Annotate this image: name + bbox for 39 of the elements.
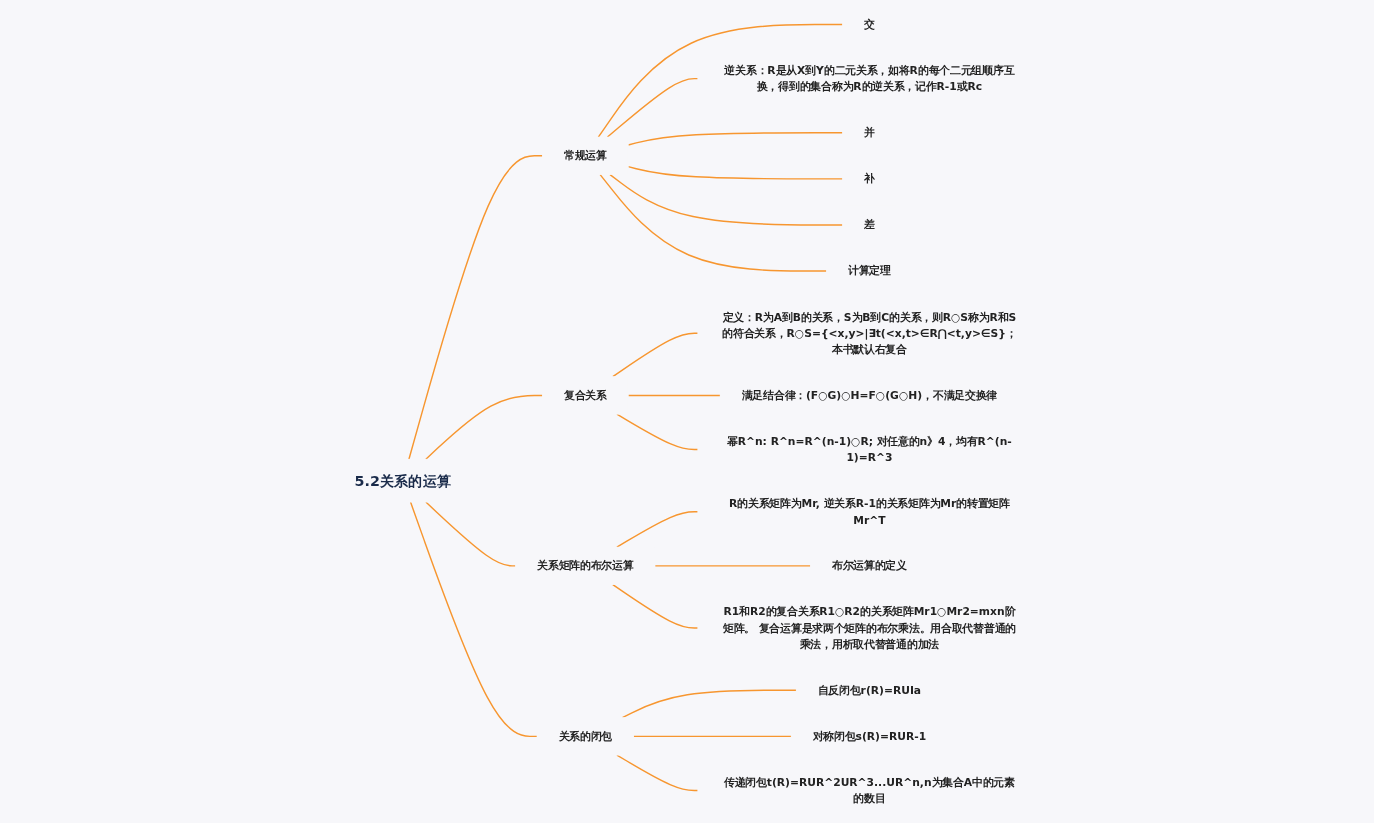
- connector: [408, 155, 544, 460]
- node-text: 定义：R为A到B的关系，S为B到C的关系，则R○S称为R和S的符合关系，R○S={<x,y>|∃t(<x,t>∈R⋂<t,y>∈S}；本书默认右复合: [722, 310, 1017, 356]
- connector: [612, 332, 699, 378]
- node-text: 差: [864, 218, 875, 232]
- connector: [627, 394, 721, 397]
- node-text: 补: [864, 172, 875, 186]
- node-text: 逆关系：R是从X到Y的二元关系，如将R的每个二元组顺序互换，得到的集合称为R的逆关系，记作R-1或Rc: [724, 63, 1015, 93]
- node-text: 对称闭包s(R)=RUR-1: [812, 729, 927, 743]
- node-text: R的关系矩阵为Mr, 逆关系R-1的关系矩阵为Mr的转置矩阵Mr^T: [728, 497, 1010, 527]
- connector: [609, 173, 844, 226]
- connector: [632, 735, 792, 738]
- node-text: 传递闭包t(R)=RUR^2UR^3...UR^n,n为集合A中的元素的数目: [723, 775, 1015, 805]
- node-text: 计算定理: [847, 264, 891, 278]
- node-text: 关系矩阵的布尔运算: [537, 559, 634, 573]
- connector: [599, 173, 828, 272]
- connector: [621, 689, 797, 719]
- connector: [425, 501, 517, 567]
- connector: [616, 413, 699, 451]
- node-text: 布尔运算的定义: [831, 559, 907, 573]
- node-text: 并: [864, 126, 875, 140]
- node-text: R1和R2的复合关系R1○R2的关系矩阵Mr1○Mr2=mxn阶矩阵。 复合运算是求两个矩阵的布尔乘法。用合取代替普通的乘法，用析取代替普通的加法: [722, 605, 1017, 651]
- node-text: 复合关系: [563, 388, 607, 402]
- connector: [627, 165, 844, 180]
- connector: [597, 23, 844, 138]
- connector: [409, 501, 538, 738]
- node-text: 幂R^n: R^n=R^(n-1)○R; 对任意的n》4，均有R^(n-1)=R^3: [727, 434, 1012, 464]
- node-text: 自反闭包r(R)=RUIa: [817, 683, 922, 697]
- node-text: 交: [864, 17, 875, 31]
- connector: [612, 583, 699, 629]
- node-text: 满足结合律：(F○G)○H=F○(G○H)，不满足交换律: [741, 388, 998, 402]
- node-text: 常规运算: [563, 149, 607, 163]
- connector: [616, 511, 699, 548]
- node-text: 关系的闭包: [558, 729, 613, 743]
- node-text: 5.2关系的运算: [354, 472, 452, 490]
- connector: [425, 394, 544, 460]
- connector: [606, 77, 699, 138]
- connector: [654, 565, 812, 567]
- connector: [616, 754, 699, 792]
- connector: [627, 132, 844, 146]
